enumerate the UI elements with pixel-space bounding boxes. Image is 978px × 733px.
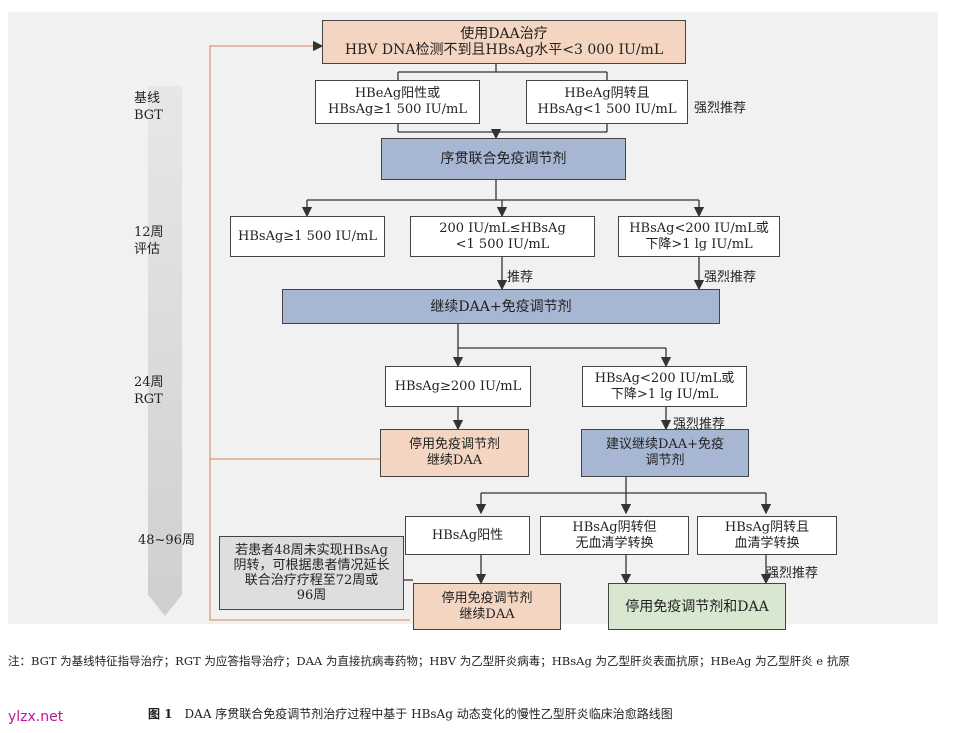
week24-low-box: HBsAg<200 IU/mL或 下降>1 lg IU/mL [582,366,747,407]
figure-title: DAA 序贯联合免疫调节剂治疗过程中基于 HBsAg 动态变化的慢性乙型肝炎临床… [184,707,673,721]
start-box: 使用DAA治疗 HBV DNA检测不到且HBsAg水平<3 000 IU/mL [322,20,686,64]
stage-label-week12: 12周 评估 [134,225,164,257]
recommend-label: 推荐 [507,270,534,285]
week12-high-box: HBsAg≥1 500 IU/mL [230,216,385,257]
strong-recommend-label: 强烈推荐 [694,101,747,116]
extend-treatment-note: 若患者48周未实现HBsAg 阴转，可根据患者情况延长 联合治疗疗程至72周或 … [219,536,404,610]
timeline-arrow [148,86,182,616]
week48-neg-no-conversion-box: HBsAg阴转但 无血清学转换 [540,516,689,555]
strong-recommend-label: 强烈推荐 [673,417,726,432]
hbeag-positive-box: HBeAg阳性或 HBsAg≥1 500 IU/mL [315,80,480,124]
week48-positive-box: HBsAg阳性 [405,516,530,555]
stop-immune-continue-daa-box: 停用免疫调节剂 继续DAA [380,429,529,477]
figure-number: 图 1 [148,707,173,721]
site-watermark: ylzx.net [8,709,64,725]
continue-daa-box: 继续DAA+免疫调节剂 [282,289,720,324]
stop-immune-continue-daa-box-2: 停用免疫调节剂 继续DAA [413,583,561,630]
week48-neg-conversion-box: HBsAg阴转且 血清学转换 [697,516,837,555]
stage-label-week24: 24周 RGT [134,375,164,407]
strong-recommend-label: 强烈推荐 [704,270,757,285]
hbeag-negative-box: HBeAg阴转且 HBsAg<1 500 IU/mL [526,80,688,124]
suggest-continue-box: 建议继续DAA+免疫 调节剂 [581,429,749,477]
strong-recommend-label: 强烈推荐 [766,566,819,581]
week12-mid-box: 200 IU/mL≤HBsAg <1 500 IU/mL [410,216,595,257]
stage-label-baseline: 基线 BGT [134,91,163,123]
week24-high-box: HBsAg≥200 IU/mL [385,366,531,407]
figure-caption: 图 1 DAA 序贯联合免疫调节剂治疗过程中基于 HBsAg 动态变化的慢性乙型肝… [148,705,673,722]
week12-low-box: HBsAg<200 IU/mL或 下降>1 lg IU/mL [618,216,780,257]
footnote: 注：BGT 为基线特征指导治疗；RGT 为应答指导治疗；DAA 为直接抗病毒药物… [8,654,850,668]
sequential-combo-box: 序贯联合免疫调节剂 [381,138,626,180]
stage-label-week48-96: 48~96周 [138,533,195,548]
stop-all-box: 停用免疫调节剂和DAA [608,583,786,630]
